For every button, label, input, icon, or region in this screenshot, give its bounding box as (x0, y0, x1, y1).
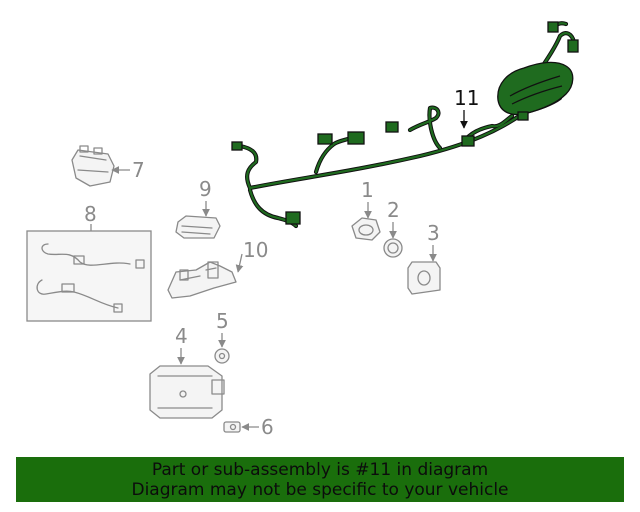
callout-4: 4 (175, 324, 188, 348)
callout-8: 8 (84, 202, 97, 226)
callout-9: 9 (199, 177, 212, 201)
callout-6: 6 (261, 415, 274, 439)
callout-5: 5 (216, 309, 229, 333)
banner-line-2: Diagram may not be specific to your vehi… (131, 479, 509, 500)
sensor-cable-part-8[interactable] (26, 230, 152, 322)
callout-7: 7 (132, 158, 145, 182)
grommet-part-2[interactable] (383, 238, 403, 258)
info-banner: Part or sub-assembly is #11 in diagram D… (16, 457, 624, 502)
callout-11: 11 (454, 86, 479, 110)
wiring-harness-part-11[interactable] (231, 21, 579, 229)
control-module-part-4[interactable] (149, 365, 225, 419)
callout-3: 3 (427, 221, 440, 245)
module-part-7[interactable] (71, 145, 115, 187)
callout-1: 1 (361, 178, 374, 202)
callout-2: 2 (387, 198, 400, 222)
banner-line-1: Part or sub-assembly is #11 in diagram (151, 459, 489, 480)
callout-10: 10 (243, 238, 268, 262)
bezel-part-3[interactable] (407, 261, 441, 295)
nut-part-5[interactable] (214, 348, 230, 364)
clip-part-6[interactable] (223, 421, 241, 433)
bracket-part-9[interactable] (175, 215, 221, 239)
harness-bracket-part-10[interactable] (167, 261, 237, 299)
sensor-part-1[interactable] (351, 217, 381, 241)
